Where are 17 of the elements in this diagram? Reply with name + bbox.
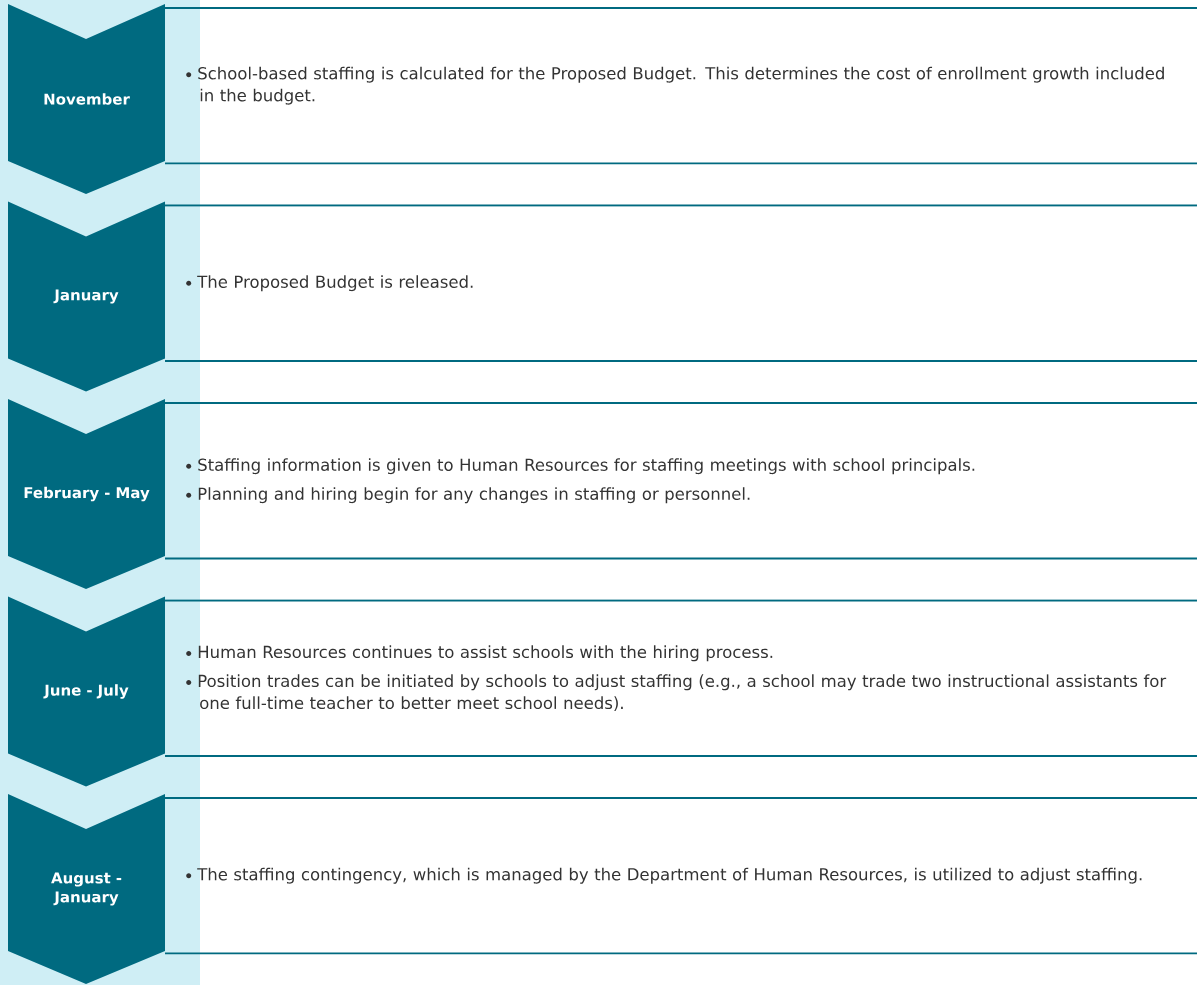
bullet-text: School-based staffing is calculated for the Proposed Budget. This determines the cost of enrollment growth included in the budget. — [198, 66, 1164, 105]
content-box — [164, 599, 1197, 757]
month-banner: November — [8, 4, 165, 194]
bullet-text: Staffing information is given to Human Resources for staffing meetings with school principals. — [198, 458, 975, 475]
month-banner: June - July — [8, 596, 165, 787]
bullet-text: The Proposed Budget is released. — [197, 275, 473, 292]
month-banner: January — [8, 201, 165, 392]
bullet-text: Planning and hiring begin for any changes in staffing or personnel. — [198, 487, 750, 504]
content-box — [164, 7, 1197, 165]
bullet-text: Position trades can be initiated by schools to adjust staffing (e.g., a school may trade two instructional assistants for one full-time teacher to better meet school needs). — [198, 674, 1167, 712]
month-banner: August - January — [8, 794, 165, 984]
month-banner: February - May — [8, 399, 165, 589]
bullet-text: Human Resources continues to assist schools with the hiring process. — [198, 645, 773, 662]
bullet-text: The staffing contingency, which is managed by the Department of Human Resources, is utilized to adjust staffing. — [197, 867, 1142, 884]
content-box — [164, 797, 1197, 955]
content-box — [164, 204, 1197, 362]
content-box — [164, 402, 1197, 560]
